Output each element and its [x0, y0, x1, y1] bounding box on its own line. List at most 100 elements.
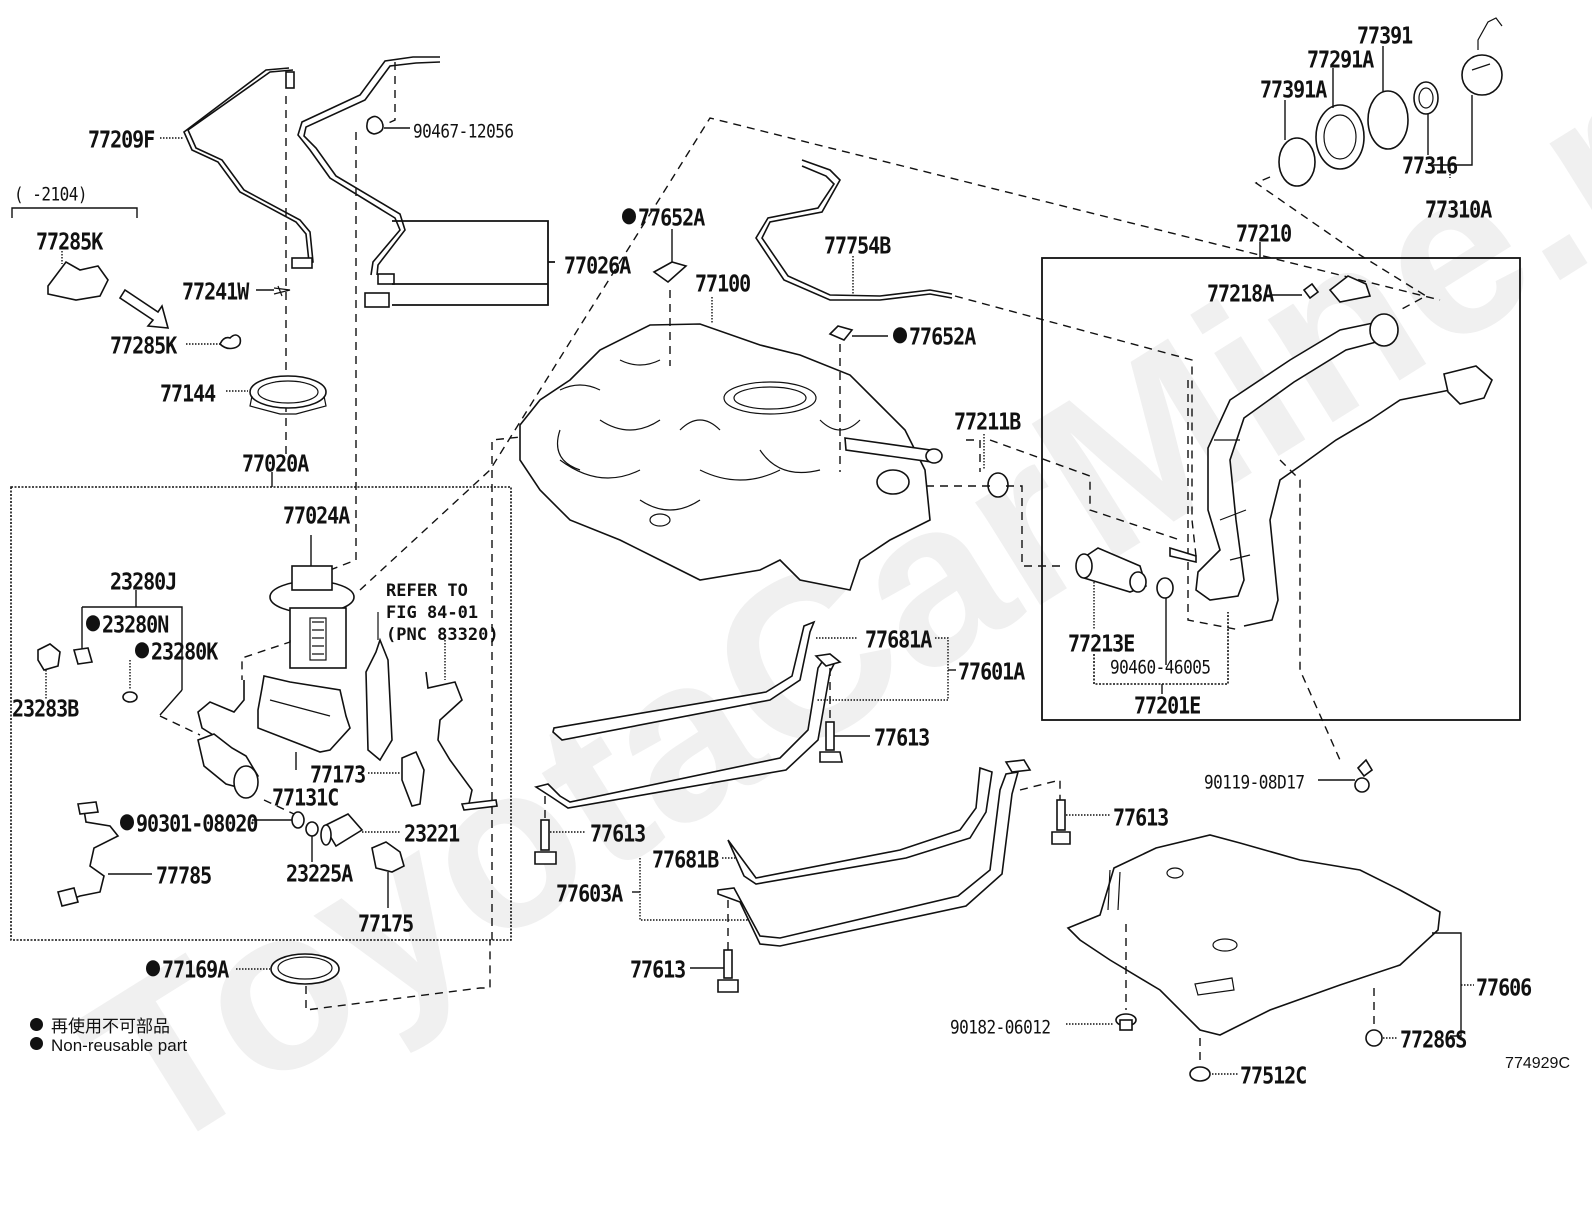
bolt-77613-a[interactable] [819, 721, 843, 763]
retainer-ring-77144[interactable] [249, 375, 327, 415]
clip-77241W[interactable] [273, 285, 291, 297]
part-label-77024A[interactable]: 77024A [283, 501, 350, 530]
nut-77286S[interactable] [1365, 1029, 1383, 1047]
gasket-77391A[interactable] [1278, 137, 1316, 187]
part-label-77391A[interactable]: 77391A [1260, 75, 1327, 104]
part-label-77213E[interactable]: 77213E [1068, 629, 1135, 658]
part-label-77131C[interactable]: 77131C [272, 783, 339, 812]
part-label-77652A-right[interactable]: 77652A [893, 325, 976, 348]
bolt-90119-08D17[interactable] [1354, 758, 1374, 793]
part-label-77681A[interactable]: 77681A [865, 625, 932, 654]
fuel-tank-77100[interactable] [519, 323, 943, 591]
cushion-23225A[interactable] [305, 821, 319, 837]
bolt-77613-c[interactable] [717, 949, 739, 993]
part-label-23280K[interactable]: 23280K [135, 640, 218, 663]
part-label-77020A[interactable]: 77020A [242, 449, 309, 478]
clip-77218A[interactable] [1302, 282, 1320, 300]
pad-77652A-left[interactable] [652, 261, 688, 284]
wire-harness-77785[interactable] [63, 809, 120, 903]
part-label-23225A[interactable]: 23225A [286, 859, 353, 888]
part-label-77211B[interactable]: 77211B [954, 407, 1021, 436]
part-label-77291A[interactable]: 77291A [1307, 45, 1374, 74]
cap-seal-77291A[interactable] [1315, 104, 1365, 170]
part-label-77218A[interactable]: 77218A [1207, 279, 1274, 308]
tray-77131C[interactable] [257, 675, 351, 753]
dashed-assembly-line [1019, 779, 1061, 800]
clip-90467-12056[interactable] [366, 115, 384, 135]
part-label-77613-d[interactable]: 77613 [1113, 803, 1169, 832]
cap-ring-77316[interactable] [1413, 81, 1439, 115]
part-label-77285K[interactable]: 77285K [36, 227, 103, 256]
part-label-77613-b[interactable]: 77613 [590, 819, 646, 848]
part-label-77601A[interactable]: 77601A [958, 657, 1025, 686]
part-label-77173[interactable]: 77173 [310, 760, 366, 789]
part-label-77606[interactable]: 77606 [1476, 973, 1532, 1002]
clip-77512C[interactable] [1189, 1066, 1211, 1082]
part-label-77310A[interactable]: 77310A [1425, 195, 1492, 224]
part-label-77209F[interactable]: 77209F [88, 125, 155, 154]
part-label-77285K-b[interactable]: 77285K [110, 331, 177, 360]
fuel-cap-77310A[interactable] [1461, 17, 1503, 96]
sender-gauge-wire[interactable] [425, 671, 473, 809]
part-label-77210[interactable]: 77210 [1236, 219, 1292, 248]
fuel-tube-77209F[interactable] [183, 67, 314, 269]
hose-clamp-90460-46005[interactable] [1156, 577, 1174, 599]
part-label-77201E[interactable]: 77201E [1134, 691, 1201, 720]
part-label-77286S[interactable]: 77286S [1400, 1025, 1467, 1054]
breather-tube[interactable] [1243, 365, 1493, 627]
o-ring-23280K[interactable] [122, 691, 138, 703]
part-label-77652A-left[interactable]: 77652A [622, 206, 705, 229]
clip-23283B[interactable] [37, 643, 61, 671]
fuel-pump-module-77024A[interactable] [269, 565, 355, 669]
strap-77681B[interactable] [727, 766, 993, 885]
valve-23280N[interactable] [72, 647, 94, 665]
part-label-23280N[interactable]: 23280N [86, 613, 169, 636]
part-label-90301-08020[interactable]: 90301-08020 [120, 812, 258, 835]
part-label-90460-46005[interactable]: 90460-46005 [1110, 656, 1211, 678]
fuel-pump-23221[interactable] [320, 813, 364, 848]
part-label-77613-a[interactable]: 77613 [874, 723, 930, 752]
part-label-23221[interactable]: 23221 [404, 819, 460, 848]
part-label-77316[interactable]: 77316 [1402, 151, 1458, 180]
part-label-77681B[interactable]: 77681B [652, 845, 719, 874]
part-label-77613-c[interactable]: 77613 [630, 955, 686, 984]
cover-77285K[interactable] [47, 260, 109, 301]
vent-tube-77754B[interactable] [755, 159, 953, 301]
part-label-77512C[interactable]: 77512C [1240, 1061, 1307, 1090]
part-label-90119-08D17[interactable]: 90119-08D17 [1204, 771, 1305, 793]
part-label-90467-12056[interactable]: 90467-12056 [413, 120, 514, 142]
bolt-77613-d[interactable] [1051, 799, 1071, 845]
strap-77603A[interactable] [717, 759, 1032, 947]
part-label-77391[interactable]: 77391 [1357, 21, 1413, 50]
bracket-77175[interactable] [371, 841, 405, 873]
filler-pipe-77201E[interactable] [1195, 313, 1399, 601]
part-label-77100[interactable]: 77100 [695, 269, 751, 298]
o-ring-90301-08020[interactable] [291, 811, 305, 829]
sender-gauge-arm[interactable] [365, 612, 393, 762]
strap-77601A[interactable] [534, 653, 842, 809]
clip-77285K[interactable] [219, 334, 242, 350]
part-label-77175[interactable]: 77175 [358, 909, 414, 938]
pad-77652A-right[interactable] [828, 325, 854, 341]
part-label-77169A[interactable]: 77169A [146, 958, 229, 981]
refer-to-note[interactable]: REFER TO FIG 84-01 (PNC 83320) [386, 581, 499, 645]
part-label-77026A[interactable]: 77026A [564, 251, 631, 280]
part-label-77785[interactable]: 77785 [156, 861, 212, 890]
part-label-77603A[interactable]: 77603A [556, 879, 623, 908]
clamp-77211B[interactable] [987, 472, 1009, 498]
gasket-77391[interactable] [1367, 90, 1409, 150]
fuel-tube-77026A[interactable] [297, 56, 441, 308]
part-label-77144[interactable]: 77144 [160, 379, 216, 408]
part-label-90182-06012[interactable]: 90182-06012 [950, 1016, 1051, 1038]
part-label-77241W[interactable]: 77241W [182, 277, 249, 306]
part-label-77754B[interactable]: 77754B [824, 231, 891, 260]
part-label-23280J[interactable]: 23280J [110, 567, 177, 596]
bolt-77613-b[interactable] [534, 819, 557, 865]
filler-hose-77213E[interactable] [1075, 547, 1147, 593]
heat-shield-77606[interactable] [1066, 834, 1441, 1036]
bracket-77173[interactable] [401, 750, 425, 807]
fuel-pump-filter[interactable] [197, 680, 259, 799]
part-label-23283B[interactable]: 23283B [12, 694, 79, 723]
strap-77681A[interactable] [552, 620, 816, 741]
clip-90182-06012[interactable] [1115, 1013, 1137, 1031]
